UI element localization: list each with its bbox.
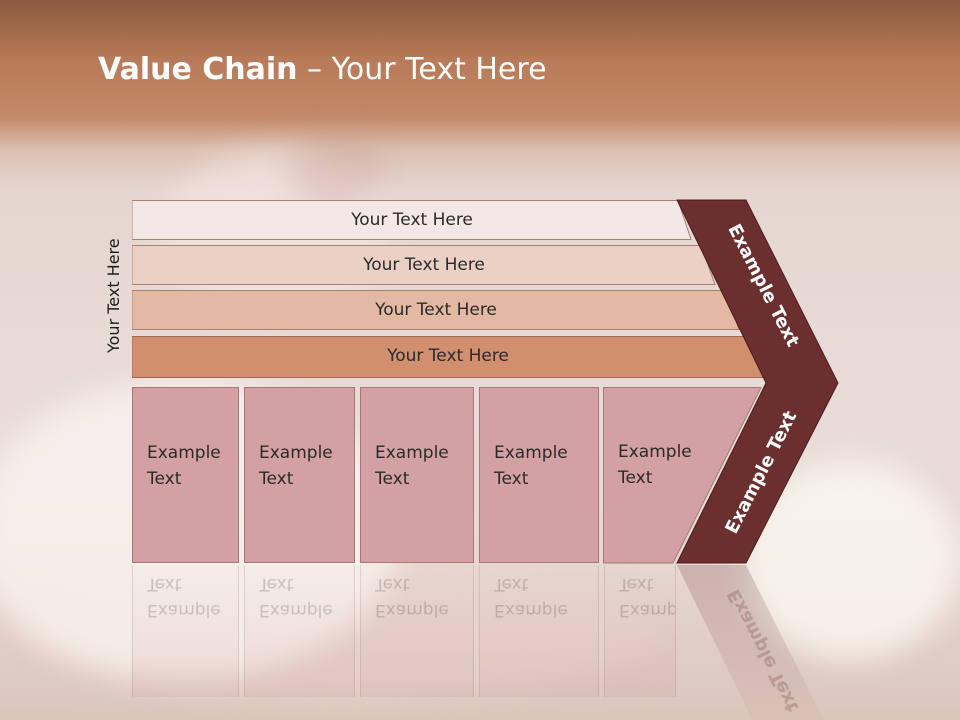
title-rest: – Your Text Here [297,52,547,87]
row-1-shape [132,200,692,240]
column-4-line2: Text [494,469,529,489]
column-5-line2: Text [618,468,653,488]
column-3-line1: Example [375,443,449,463]
row-2-label: Your Text Here [363,255,485,275]
column-5-line1: Example [618,442,692,462]
row-1-label: Your Text Here [351,210,473,230]
column-5-shape [603,387,762,564]
column-4[interactable]: Example Text [479,387,599,563]
row-2[interactable]: Your Text Here [132,245,716,285]
row-3-label: Your Text Here [375,300,497,320]
column-5[interactable]: Example Text [604,387,704,563]
row-3[interactable]: Your Text Here [132,290,740,330]
row-3-shape [132,290,740,330]
background-petal [290,130,380,210]
row-4[interactable]: Your Text Here [132,336,764,378]
column-3-line2: Text [375,469,410,489]
column-1-line1: Example [147,443,221,463]
column-2[interactable]: Example Text [244,387,355,563]
column-1-line2: Text [147,469,182,489]
column-1[interactable]: Example Text [132,387,239,563]
row-4-label: Your Text Here [387,346,509,366]
title-bold: Value Chain [98,52,298,87]
column-4-line1: Example [494,443,568,463]
column-2-line1: Example [259,443,333,463]
slide-title[interactable]: Value Chain – Your Text Here [98,52,547,87]
column-3[interactable]: Example Text [360,387,474,563]
column-2-line2: Text [259,469,294,489]
row-1[interactable]: Your Text Here [132,200,692,240]
row-2-shape [132,245,716,285]
